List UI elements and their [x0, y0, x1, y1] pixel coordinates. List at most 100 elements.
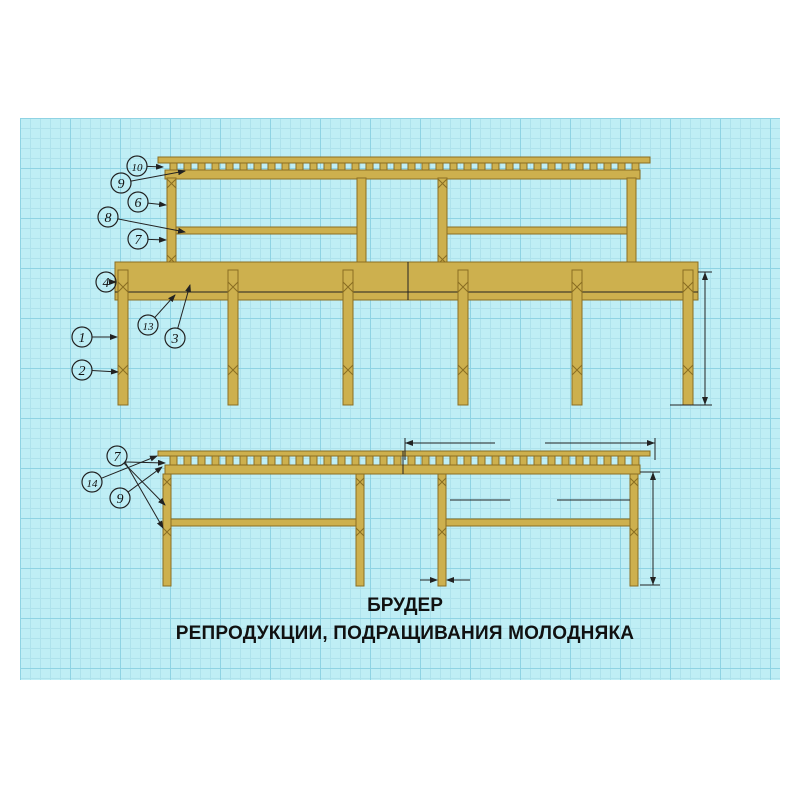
- callout-circle: [126, 155, 148, 177]
- slat: [491, 162, 500, 171]
- slat: [323, 455, 332, 466]
- slat: [533, 162, 542, 171]
- bolt-cross-mark: [166, 178, 177, 189]
- slat: [575, 162, 584, 171]
- leader-arrow: [91, 368, 119, 375]
- slat: [225, 162, 234, 171]
- slat: [351, 455, 360, 466]
- bolt-cross-mark: [342, 281, 354, 293]
- slat: [295, 162, 304, 171]
- drawing-title: БРУДЕР: [367, 595, 443, 616]
- bolt-cross-mark: [571, 281, 583, 293]
- callout-circle: [97, 206, 119, 228]
- callout-number: 1: [79, 331, 86, 346]
- callout-circle: [127, 228, 149, 250]
- upper-elevation: [114, 156, 712, 406]
- bolt-cross-mark: [682, 364, 694, 376]
- slat: [477, 455, 486, 466]
- slat: [281, 455, 290, 466]
- callout-number: 3: [171, 332, 179, 347]
- bolt-cross-mark: [162, 477, 172, 487]
- callout-circle: [71, 359, 93, 381]
- slat: [183, 455, 192, 466]
- graph-paper-sheet: [20, 118, 780, 680]
- slat: [211, 162, 220, 171]
- top-rail: [157, 156, 651, 164]
- slat: [323, 162, 332, 171]
- leg: [227, 269, 239, 406]
- slat: [561, 162, 570, 171]
- slat: [379, 162, 388, 171]
- upper-post: [166, 177, 177, 265]
- callout-circle: [164, 327, 186, 349]
- bolt-cross-mark: [457, 364, 469, 376]
- slat: [197, 455, 206, 466]
- slat: [351, 162, 360, 171]
- slat: [589, 455, 598, 466]
- slat: [505, 162, 514, 171]
- bolt-cross-mark: [437, 477, 447, 487]
- slat: [183, 162, 192, 171]
- slat: [365, 162, 374, 171]
- leader-arrow: [127, 466, 163, 493]
- slat: [407, 455, 416, 466]
- leader-arrow: [177, 284, 191, 329]
- bolt-cross-mark: [571, 364, 583, 376]
- slat: [603, 162, 612, 171]
- post: [629, 473, 639, 587]
- slat: [575, 455, 584, 466]
- slat: [169, 162, 178, 171]
- slat: [617, 162, 626, 171]
- callout-circle: [71, 326, 93, 348]
- leader-arrow: [146, 163, 164, 170]
- slat: [337, 455, 346, 466]
- middle-rail: [175, 226, 358, 235]
- slat: [309, 162, 318, 171]
- slat: [477, 162, 486, 171]
- callout-number: 7: [135, 233, 143, 248]
- middle-rail: [445, 518, 631, 527]
- slat: [211, 455, 220, 466]
- slat: [309, 455, 318, 466]
- leader-arrow: [123, 462, 166, 506]
- lower-elevation: [157, 438, 660, 587]
- slat: [295, 455, 304, 466]
- leg: [117, 269, 129, 406]
- callout-number: 9: [118, 177, 125, 192]
- slat: [239, 455, 248, 466]
- slat: [197, 162, 206, 171]
- callout-number: 9: [117, 492, 124, 507]
- drawing-subtitle: РЕПРОДУКЦИИ, ПОДРАЩИВАНИЯ МОЛОДНЯКА: [175, 623, 635, 644]
- leader-arrow: [130, 169, 186, 182]
- slat: [253, 455, 262, 466]
- callout-number: 13: [143, 321, 155, 333]
- upper-post: [626, 177, 637, 265]
- slat: [589, 162, 598, 171]
- callout-number: 14: [87, 478, 99, 490]
- bolt-cross-mark: [117, 281, 129, 293]
- leader-arrow: [117, 218, 186, 234]
- upper-post: [437, 177, 448, 265]
- slat: [617, 455, 626, 466]
- slat: [505, 455, 514, 466]
- post: [355, 473, 365, 587]
- bolt-cross-mark: [457, 281, 469, 293]
- post: [437, 473, 447, 587]
- slat: [547, 162, 556, 171]
- slat: [379, 455, 388, 466]
- slat: [463, 455, 472, 466]
- callout-circle: [137, 314, 159, 336]
- bolt-cross-mark: [117, 364, 129, 376]
- bolt-cross-mark: [342, 364, 354, 376]
- post: [162, 473, 172, 587]
- upper-post: [356, 177, 367, 265]
- callout-number: 7: [114, 450, 122, 465]
- bolt-cross-mark: [629, 527, 639, 537]
- callout-number: 8: [105, 211, 112, 226]
- slat: [631, 162, 640, 171]
- slat: [491, 455, 500, 466]
- bolt-cross-mark: [355, 477, 365, 487]
- callout-number: 2: [79, 364, 86, 379]
- slat: [267, 162, 276, 171]
